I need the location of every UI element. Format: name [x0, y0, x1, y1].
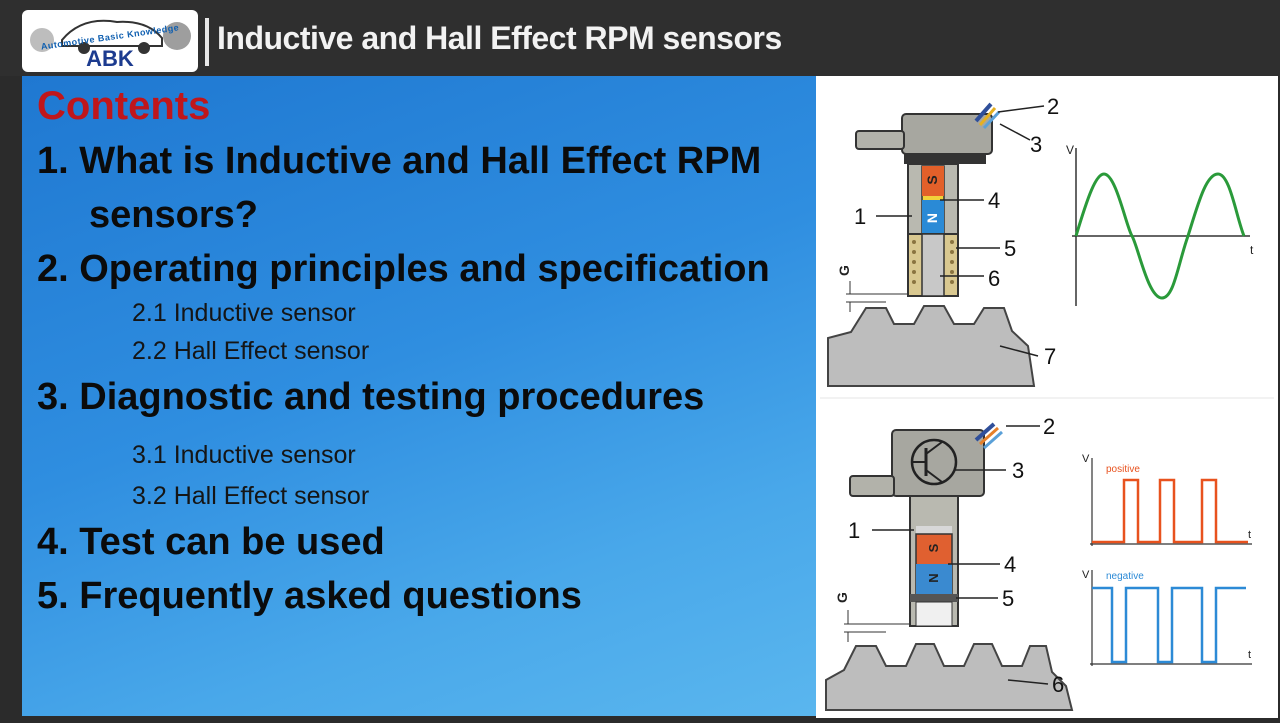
contents-item-2-1: 2.1 Inductive sensor — [132, 299, 356, 327]
contents-item-3-2: 3.2 Hall Effect sensor — [132, 482, 370, 510]
svg-text:6: 6 — [1052, 672, 1064, 697]
svg-text:S: S — [926, 543, 941, 552]
svg-text:1: 1 — [848, 518, 860, 543]
svg-text:positive: positive — [1106, 464, 1140, 475]
svg-text:7: 7 — [1044, 344, 1056, 369]
inductive-waveform: V t — [1066, 143, 1254, 306]
contents-item-5: 5. Frequently asked questions — [37, 575, 582, 617]
contents-item-1: 1. What is Inductive and Hall Effect RPM — [37, 140, 762, 182]
title-bar — [0, 0, 1280, 76]
svg-text:2: 2 — [1043, 414, 1055, 439]
hall-mount — [849, 475, 895, 497]
contents-item-3: 3. Diagnostic and testing procedures — [37, 376, 705, 418]
svg-text:t: t — [1248, 649, 1251, 661]
slide-title: Inductive and Hall Effect RPM sensors — [217, 20, 782, 56]
sensor-diagrams: S N G — [820, 94, 1274, 711]
svg-text:1: 1 — [854, 204, 866, 229]
contents-item-4: 4. Test can be used — [37, 521, 385, 563]
sensor-collar — [904, 154, 986, 164]
svg-text:G: G — [834, 592, 850, 603]
diagram-panel: S N G — [816, 76, 1278, 718]
svg-text:t: t — [1250, 243, 1254, 257]
contents-heading: Contents — [37, 84, 211, 128]
gear-6 — [825, 643, 1074, 711]
hall-sensor-diagram: S N G 1 2 3 4 5 — [825, 414, 1252, 711]
svg-text:V: V — [1066, 143, 1074, 157]
svg-text:5: 5 — [1004, 236, 1016, 261]
negative-waveform: V t negative — [1082, 569, 1252, 666]
svg-text:negative: negative — [1106, 571, 1144, 582]
svg-text:2: 2 — [1047, 94, 1059, 119]
svg-text:5: 5 — [1002, 586, 1014, 611]
svg-text:V: V — [1082, 569, 1090, 581]
svg-text:t: t — [1248, 529, 1251, 541]
svg-text:4: 4 — [1004, 552, 1016, 577]
gear-7 — [827, 305, 1036, 387]
inductive-sensor-diagram: S N G — [827, 94, 1254, 387]
positive-waveform: V t positive — [1082, 453, 1252, 546]
svg-text:N: N — [926, 573, 941, 582]
contents-item-3-1: 3.1 Inductive sensor — [132, 441, 356, 469]
hall-element-5 — [910, 594, 958, 602]
svg-text:S: S — [924, 175, 940, 184]
sensor-mount — [855, 130, 905, 150]
svg-text:V: V — [1082, 453, 1090, 465]
logo-graphic: ABK — [30, 19, 191, 71]
contents-item-1-cont: sensors? — [89, 194, 258, 236]
svg-text:3: 3 — [1030, 132, 1042, 157]
svg-text:N: N — [924, 213, 940, 223]
svg-text:6: 6 — [988, 266, 1000, 291]
core-6 — [921, 233, 945, 297]
svg-text:G: G — [836, 265, 852, 276]
logo-letters: ABK — [86, 46, 134, 71]
svg-text:3: 3 — [1012, 458, 1024, 483]
contents-item-2: 2. Operating principles and specificatio… — [37, 248, 770, 290]
svg-text:4: 4 — [988, 188, 1000, 213]
abk-logo: ABK Automotive Basic Knowledge — [22, 10, 198, 72]
title-divider — [205, 18, 209, 66]
contents-panel — [22, 76, 816, 716]
contents-item-2-2: 2.2 Hall Effect sensor — [132, 337, 370, 365]
